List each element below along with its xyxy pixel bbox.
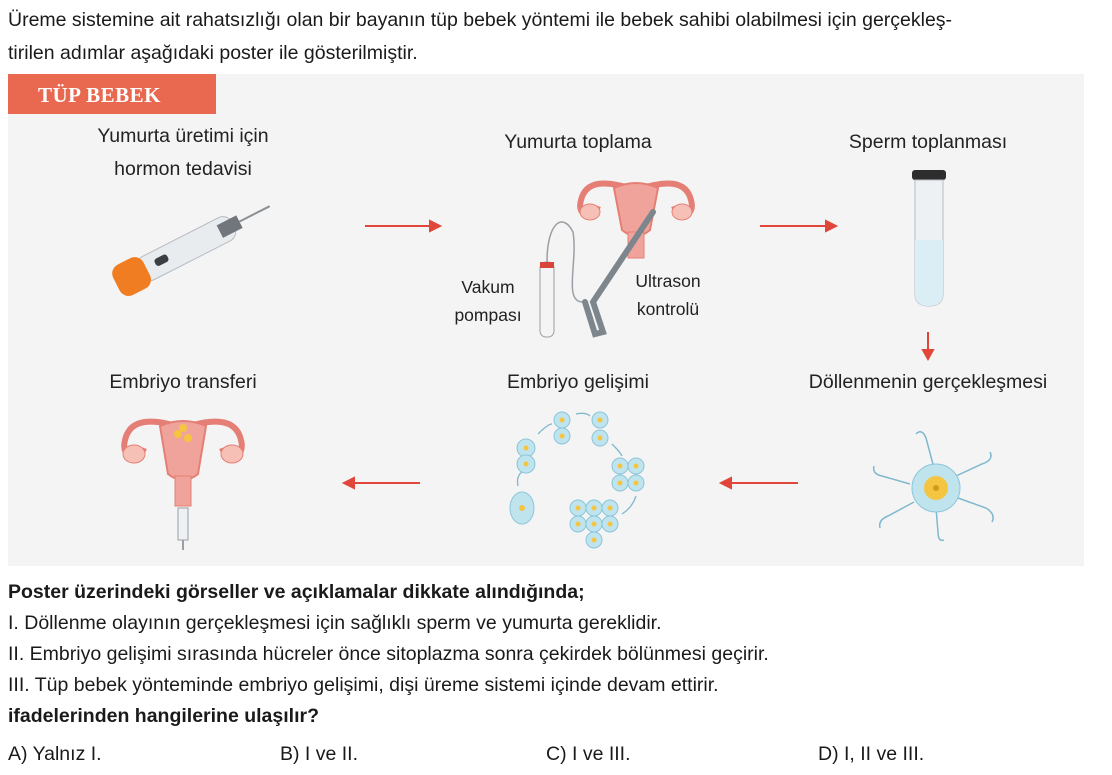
question-prompt: ifadelerinden hangilerine ulaşılır? xyxy=(8,705,319,727)
arrow-down-icon xyxy=(921,349,935,362)
option-a[interactable]: A) Yalnız I. xyxy=(8,743,102,765)
ultrasound-label-line-2: kontrolü xyxy=(636,299,700,319)
syringe-icon xyxy=(112,205,271,296)
poster-title: TÜP BEBEK xyxy=(8,74,216,114)
arrow-right-icon xyxy=(825,219,839,233)
fertilization-label: Döllenmenin gerçekleşmesi xyxy=(808,371,1048,393)
statement-3: III. Tüp bebek yönteminde embriyo gelişi… xyxy=(8,674,719,696)
question-stem: Poster üzerindeki görseller ve açıklamal… xyxy=(8,581,585,603)
fertilization-egg-icon xyxy=(872,431,994,542)
egg-collection-label: Yumurta toplama xyxy=(504,131,652,153)
ivf-poster: TÜP BEBEK Yumurta üretimi için hormon te… xyxy=(8,74,1084,566)
vacuum-pump-label: Vakum pompası xyxy=(438,273,538,329)
option-c[interactable]: C) I ve III. xyxy=(546,743,631,765)
flow-arrows xyxy=(341,219,935,490)
embryo-transfer-label: Embriyo transferi xyxy=(109,371,257,393)
intro-line-2: tirilen adımlar aşağıdaki poster ile gös… xyxy=(8,42,418,64)
hormone-label-line-1: Yumurta üretimi için xyxy=(97,125,269,147)
sperm-collection-label: Sperm toplanması xyxy=(848,131,1008,153)
ultrasound-label-line-1: Ultrason xyxy=(635,271,701,291)
arrow-right-icon xyxy=(429,219,443,233)
statement-1: I. Döllenme olayının gerçekleşmesi için … xyxy=(8,612,662,634)
statement-2: II. Embriyo gelişimi sırasında hücreler … xyxy=(8,643,769,665)
hormone-label: Yumurta üretimi için hormon tedavisi xyxy=(68,120,298,186)
option-b[interactable]: B) I ve II. xyxy=(280,743,359,765)
intro-line-1: Üreme sistemine ait rahatsızlığı olan bi… xyxy=(8,9,953,31)
vacuum-label-line-2: pompası xyxy=(454,305,522,325)
hormone-label-line-2: hormon tedavisi xyxy=(114,158,252,180)
arrow-left-icon xyxy=(718,476,732,490)
uterus-transfer-icon xyxy=(121,418,245,550)
arrow-left-icon xyxy=(341,476,355,490)
option-d[interactable]: D) I, II ve III. xyxy=(818,743,925,765)
test-tube-icon xyxy=(912,170,946,307)
vacuum-ultrasound-icon xyxy=(539,209,656,338)
ultrasound-label: Ultrason kontrolü xyxy=(618,267,718,323)
intro-text: Üreme sistemine ait rahatsızlığı olan bi… xyxy=(8,4,1103,70)
embryo-development-icon xyxy=(509,411,645,549)
embryo-development-label: Embriyo gelişimi xyxy=(507,371,649,393)
vacuum-label-line-1: Vakum xyxy=(461,277,515,297)
